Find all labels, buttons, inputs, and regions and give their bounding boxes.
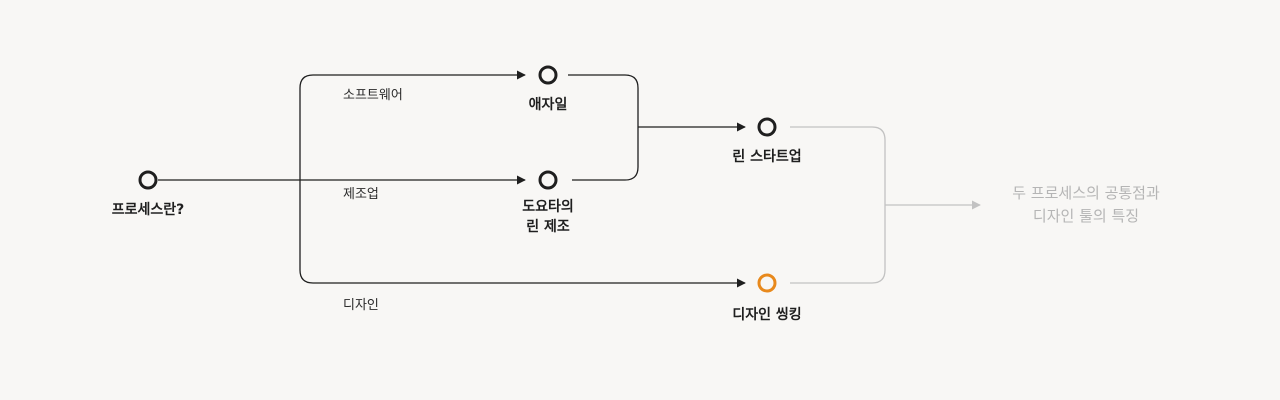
edge-label-manufacturing: 제조업 (343, 187, 379, 202)
node-agile-label: 애자일 (528, 97, 568, 113)
target-label-line2: 디자인 툴의 특징 (1032, 207, 1140, 226)
node-toyota-label-line1: 도요타의 (522, 199, 574, 215)
edge-software-branch (299, 70, 526, 180)
edge-design-branch (299, 180, 746, 288)
target-label-line1: 두 프로세스의 공통점과 (1012, 184, 1160, 202)
edge-label-software: 소프트웨어 (343, 88, 403, 103)
node-toyota-label: 도요타의 린 제조 (522, 198, 574, 237)
edge-label-design: 디자인 (343, 298, 379, 313)
node-toyota-circle (538, 170, 558, 190)
node-toyota-label-line2: 린 제조 (526, 218, 570, 235)
edge-agile-merge (568, 74, 639, 181)
node-lean-startup-label: 린 스타트업 (732, 149, 802, 165)
node-start-circle (138, 170, 158, 190)
edge-to-target-faded (790, 126, 886, 284)
node-start-label: 프로세스란? (111, 202, 185, 218)
node-agile-circle (538, 65, 558, 85)
node-design-thinking-label: 디자인 씽킹 (732, 307, 802, 323)
node-design-thinking-circle (757, 273, 777, 293)
node-lean-startup-circle (757, 117, 777, 137)
target-label: 두 프로세스의 공통점과 디자인 툴의 특징 (1012, 182, 1160, 229)
